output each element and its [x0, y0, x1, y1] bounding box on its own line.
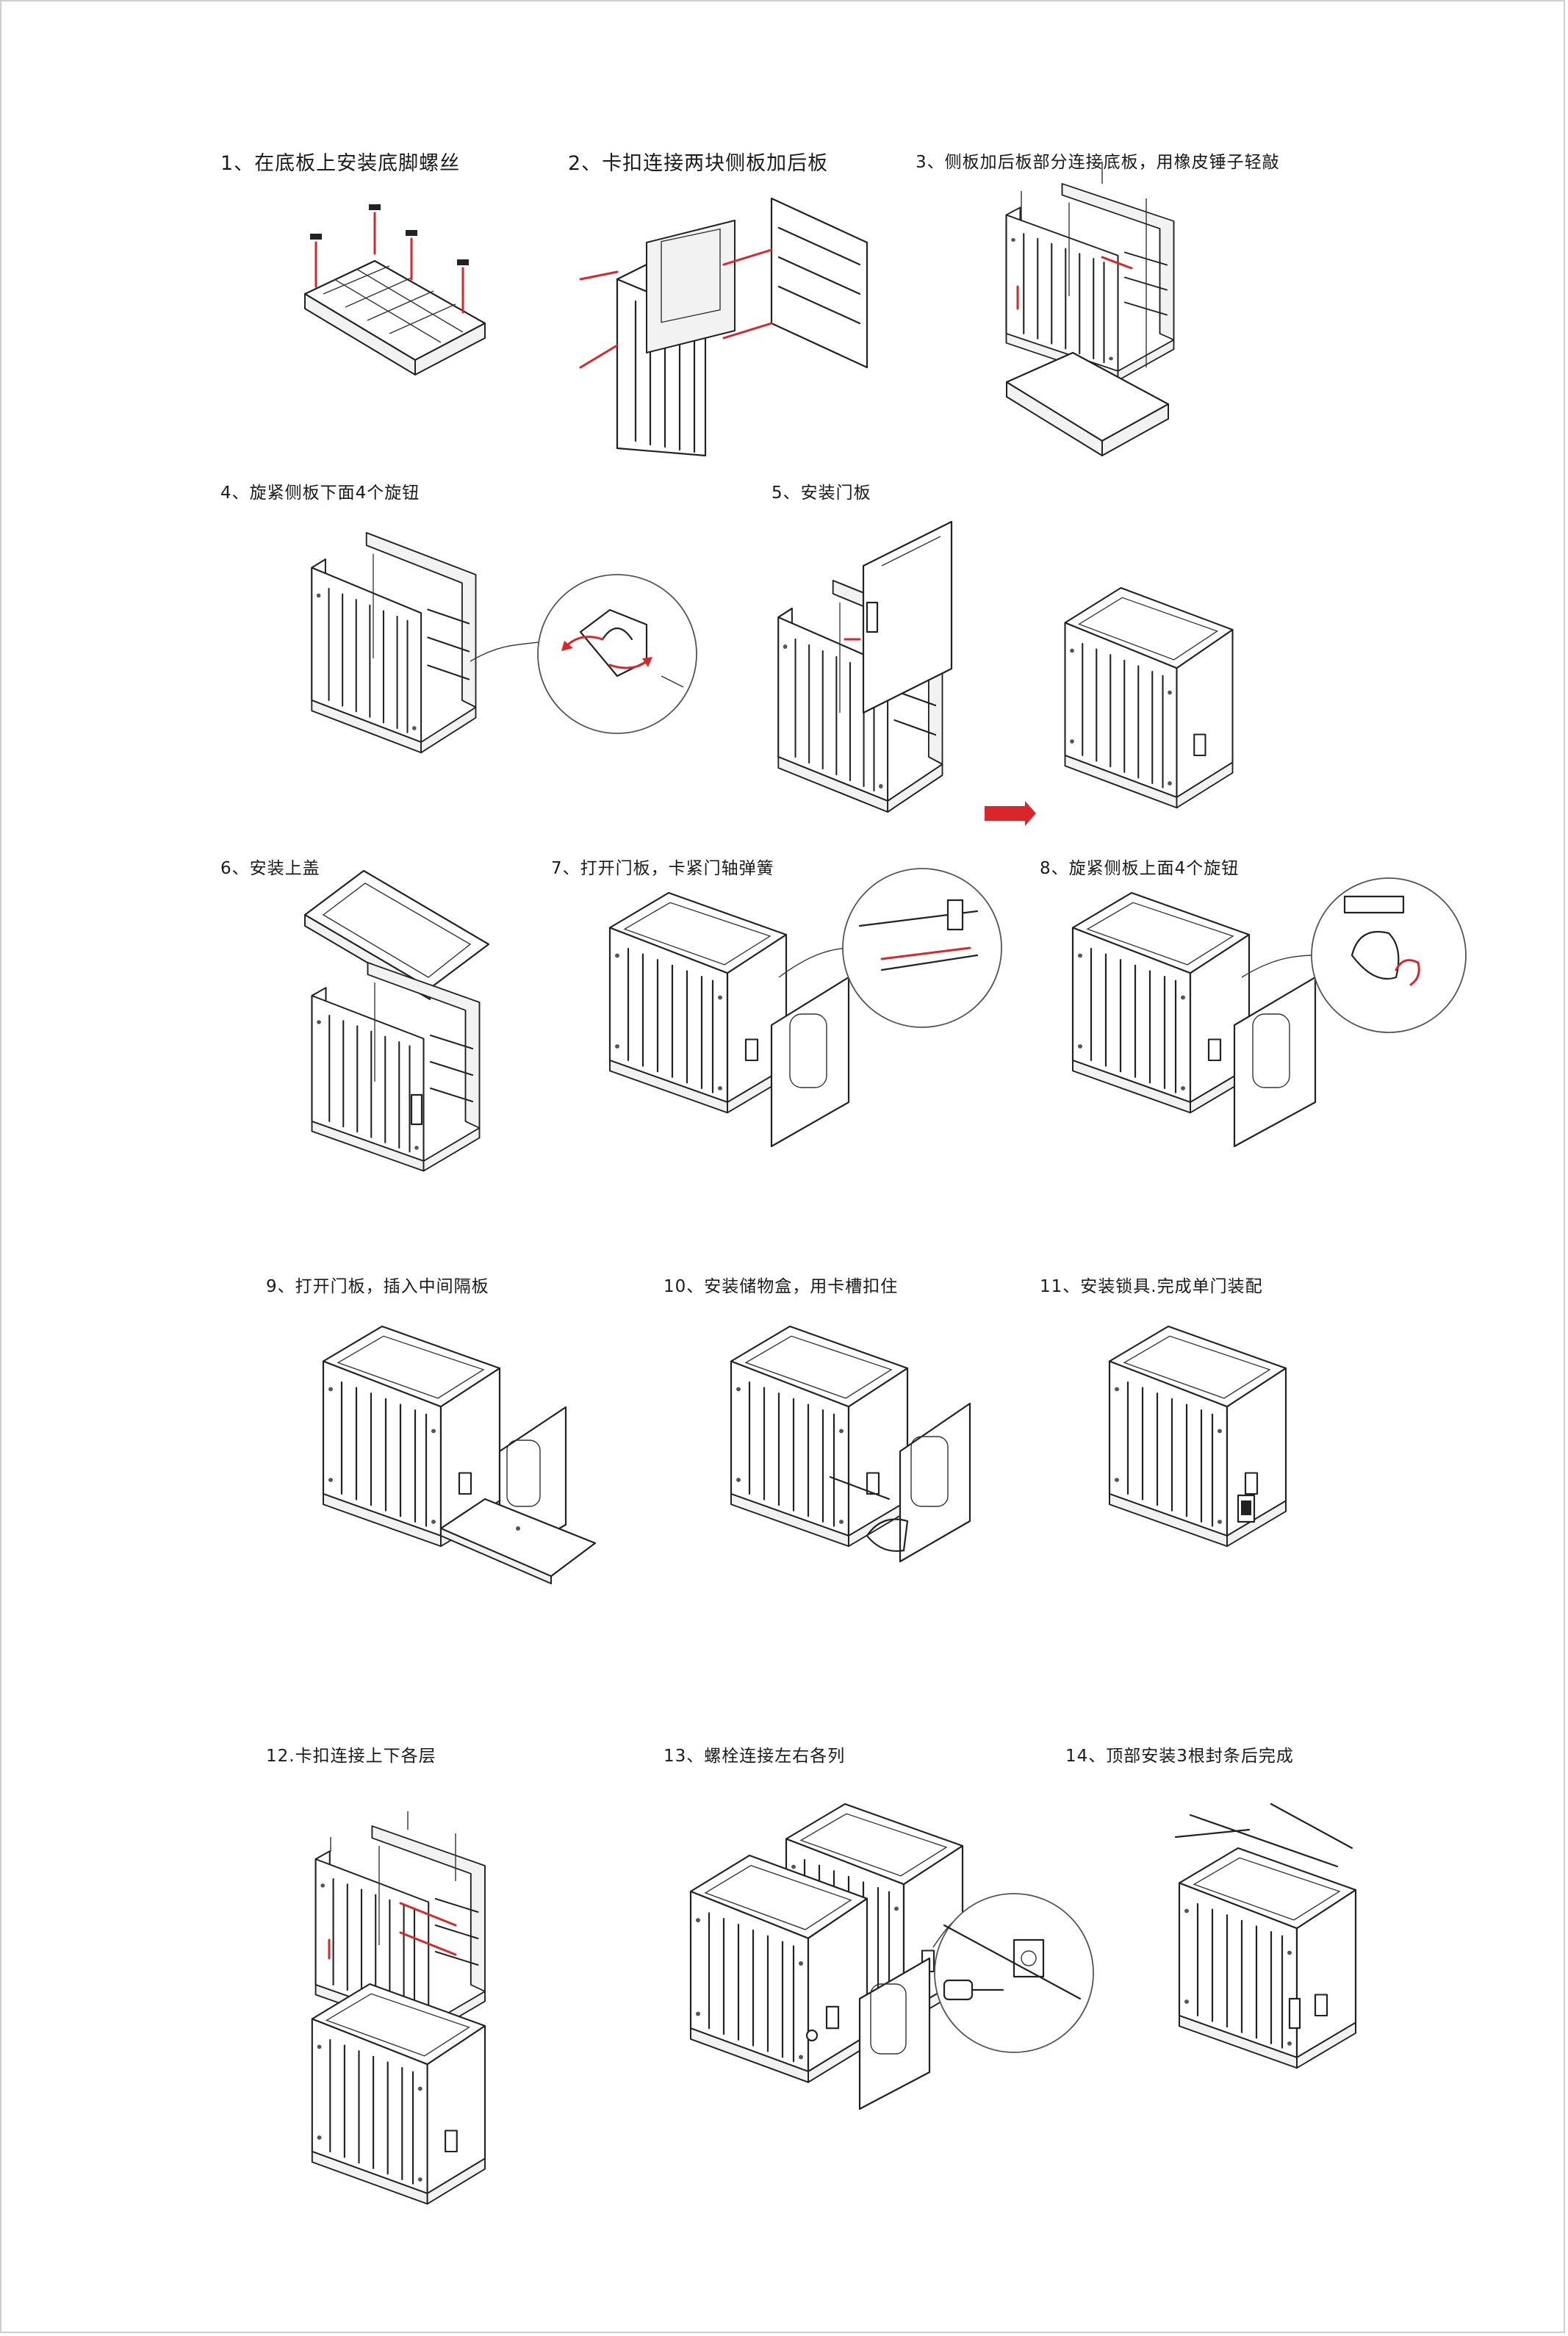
step-7-diagram	[608, 868, 1002, 1148]
step-2-label: 2、卡扣连接两块侧板加后板	[568, 152, 829, 175]
step-4-label: 4、旋紧侧板下面4个旋钮	[220, 484, 420, 503]
step-8-diagram	[1071, 877, 1467, 1148]
step-6-label: 6、安装上盖	[220, 859, 320, 878]
step-2-diagram	[579, 197, 868, 457]
step-8-label: 8、旋紧侧板上面4个旋钮	[1040, 859, 1240, 878]
step-3-label: 3、侧板加后板部分连接底板，用橡皮锤子轻敲	[916, 153, 1280, 172]
step-10-diagram	[730, 1325, 971, 1563]
step-5-diagram	[777, 520, 1234, 826]
step-5-label: 5、安装门板	[772, 484, 871, 503]
step-4-diagram	[311, 531, 697, 754]
step-14-label: 14、顶部安装3根封条后完成	[1065, 1747, 1294, 1766]
step-7-label: 7、打开门板，卡紧门轴弹簧	[551, 859, 774, 878]
step-1-label: 1、在底板上安装底脚螺丝	[220, 152, 461, 175]
step-9-label: 9、打开门板，插入中间隔板	[266, 1277, 489, 1296]
step-13-label: 13、螺栓连接左右各列	[663, 1747, 846, 1766]
step-11-label: 11、安装锁具.完成单门装配	[1040, 1277, 1263, 1296]
step-12-diagram	[311, 1811, 486, 2205]
step-14-diagram	[1174, 1803, 1357, 2069]
step-9-diagram	[322, 1325, 597, 1584]
step-10-label: 10、安装储物盒，用卡槽扣住	[663, 1277, 899, 1296]
step-13-diagram	[689, 1803, 1094, 2110]
step-1-diagram	[303, 204, 486, 375]
screw-icon	[310, 204, 469, 314]
step-11-diagram	[1108, 1325, 1287, 1548]
step-12-label: 12.卡扣连接上下各层	[266, 1747, 436, 1766]
step-3-diagram	[1005, 162, 1175, 456]
arrow-right-icon	[985, 801, 1036, 826]
step-6-diagram	[303, 869, 490, 1172]
